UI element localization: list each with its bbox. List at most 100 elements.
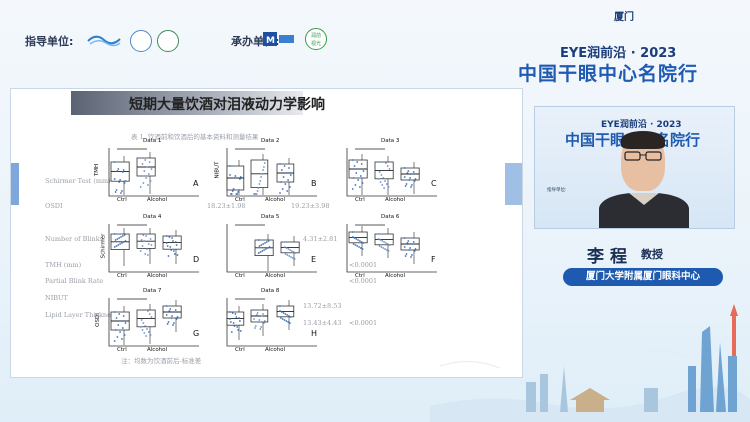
data-point	[258, 245, 261, 247]
data-point	[123, 334, 126, 336]
data-point	[255, 314, 258, 316]
video-event-name: EYE润前沿 · 2023	[601, 120, 682, 130]
data-point	[233, 177, 236, 179]
data-point	[408, 249, 411, 251]
panel-xlabel: Alcohol	[147, 273, 168, 279]
glasses-icon	[624, 151, 662, 161]
data-point	[149, 180, 152, 182]
panel-xlabel: Alcohol	[265, 273, 286, 279]
data-point	[120, 236, 122, 238]
speaker-name: 李程	[587, 247, 633, 267]
data-point	[145, 177, 147, 179]
data-point	[174, 241, 177, 243]
guide-logo-emblem-2	[157, 30, 179, 52]
data-point	[120, 320, 122, 322]
data-point	[412, 241, 415, 243]
data-point	[118, 313, 121, 315]
guide-unit-label: 指导单位:	[25, 35, 74, 48]
data-point	[412, 171, 415, 173]
speaker-title: 教授	[641, 248, 663, 261]
data-point	[114, 191, 117, 193]
data-point	[144, 253, 147, 255]
data-point	[142, 182, 145, 184]
box-plot	[108, 148, 199, 197]
data-point	[288, 255, 291, 257]
data-point	[411, 254, 413, 256]
data-point	[413, 250, 416, 252]
data-point	[165, 305, 168, 307]
data-point	[150, 244, 153, 246]
panel-ylabel: Schirmer	[100, 233, 107, 259]
panel-xlabel: Ctrl	[117, 273, 127, 279]
panel-title: Data 2	[261, 138, 280, 144]
data-point	[286, 254, 289, 256]
data-point	[405, 183, 408, 185]
data-point	[257, 321, 260, 323]
panel-xlabel: Ctrl	[355, 273, 365, 279]
speaker-video: EYE润前沿 · 2023 中国干眼中心名院行 指导单位:	[534, 106, 735, 229]
data-point	[139, 233, 142, 235]
data-point	[239, 176, 242, 178]
data-point	[355, 172, 358, 174]
event-header: 指导单位: 承办单位: M 润前 视光 厦门 EYE润前沿 · 2023 中国干…	[0, 0, 750, 86]
table-footnote: 注：均数为饮酒前后-标准差	[121, 357, 202, 365]
event-title: 中国干眼中心名院行	[518, 63, 699, 85]
panel-letter: D	[193, 255, 200, 264]
speaker-affiliation: 厦门大学附属厦门眼科中心	[563, 268, 723, 286]
data-point	[147, 310, 149, 312]
data-point	[148, 161, 151, 163]
ghost-row: OSDI	[45, 202, 63, 210]
data-point	[113, 311, 116, 313]
box-plot	[108, 224, 199, 273]
data-point	[253, 318, 255, 320]
data-point	[408, 179, 411, 181]
panel-axes	[108, 224, 199, 273]
data-point	[232, 188, 235, 190]
data-point	[238, 317, 240, 319]
data-point	[280, 169, 283, 171]
panel-title: Data 4	[143, 214, 162, 220]
data-point	[141, 163, 144, 165]
data-point	[265, 241, 268, 243]
data-point	[294, 252, 297, 254]
data-point	[407, 170, 410, 172]
data-point	[354, 184, 357, 186]
data-point	[403, 246, 406, 248]
data-point	[141, 329, 144, 331]
data-point	[253, 309, 255, 311]
data-point	[265, 248, 267, 250]
data-point	[403, 237, 406, 239]
data-point	[235, 316, 238, 318]
data-point	[238, 189, 240, 191]
data-point	[262, 169, 264, 171]
data-point	[148, 249, 151, 251]
data-point	[115, 245, 118, 247]
data-point	[385, 183, 388, 185]
data-point	[139, 157, 142, 159]
data-point	[384, 248, 386, 250]
data-point	[291, 257, 294, 259]
data-point	[385, 162, 387, 164]
data-point	[173, 322, 175, 324]
data-point	[150, 316, 153, 318]
data-point	[170, 249, 173, 251]
data-point	[256, 312, 259, 314]
data-point	[121, 338, 123, 340]
data-point	[122, 315, 125, 317]
data-point	[171, 237, 173, 239]
data-point	[254, 193, 257, 195]
data-point	[279, 310, 281, 312]
data-point	[168, 310, 171, 312]
data-point	[280, 181, 282, 183]
data-point	[263, 320, 266, 322]
data-point	[124, 240, 127, 242]
data-point	[139, 326, 142, 328]
data-point	[169, 308, 172, 310]
data-point	[121, 327, 124, 329]
data-point	[386, 243, 389, 245]
box-plot	[226, 148, 317, 197]
data-point	[283, 165, 286, 167]
slide-title: 短期大量饮酒对泪液动力学影响	[129, 97, 325, 113]
